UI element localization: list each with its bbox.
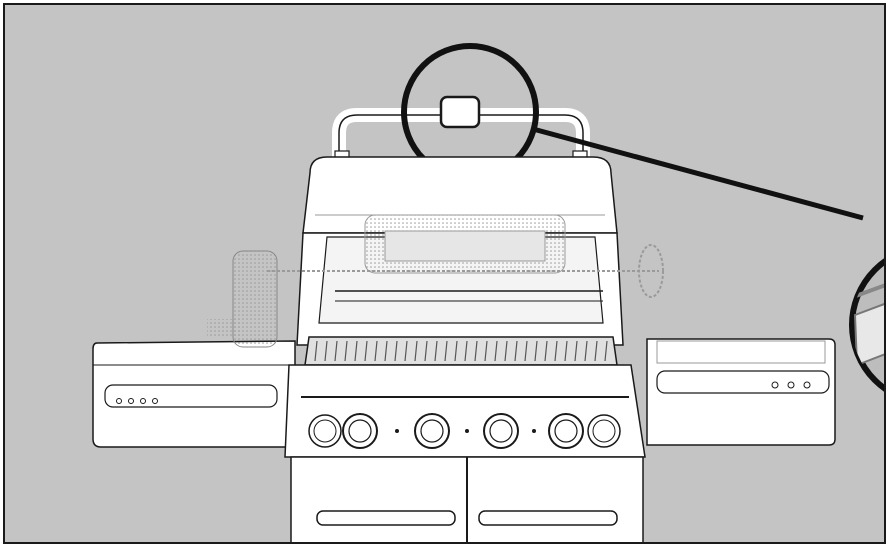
rotisserie-spit (267, 244, 664, 298)
side-knob-left (308, 414, 342, 448)
warming-rack (335, 290, 603, 302)
burner-knob-2 (414, 413, 450, 449)
right-side-shelf (646, 338, 836, 446)
callout-leader-line (532, 126, 864, 221)
grill-illustration (92, 43, 884, 542)
cooking-grates (304, 336, 618, 366)
cabinet (290, 456, 644, 542)
knob-indicator-dots (395, 429, 536, 433)
rotisserie-motor (207, 250, 278, 348)
diagram-frame (3, 3, 886, 544)
control-panel (284, 364, 646, 458)
burner-knob-1 (342, 413, 378, 449)
cabinet-door-handle-right (478, 510, 618, 526)
left-side-shelf (92, 340, 296, 448)
burner-knob-4 (548, 413, 584, 449)
callout-zoom-detail (849, 258, 884, 392)
rotisserie-food (364, 214, 566, 274)
temperature-gauge (439, 95, 481, 129)
cabinet-door-handle-left (316, 510, 456, 526)
side-knob-right (587, 414, 621, 448)
burner-knob-3 (483, 413, 519, 449)
